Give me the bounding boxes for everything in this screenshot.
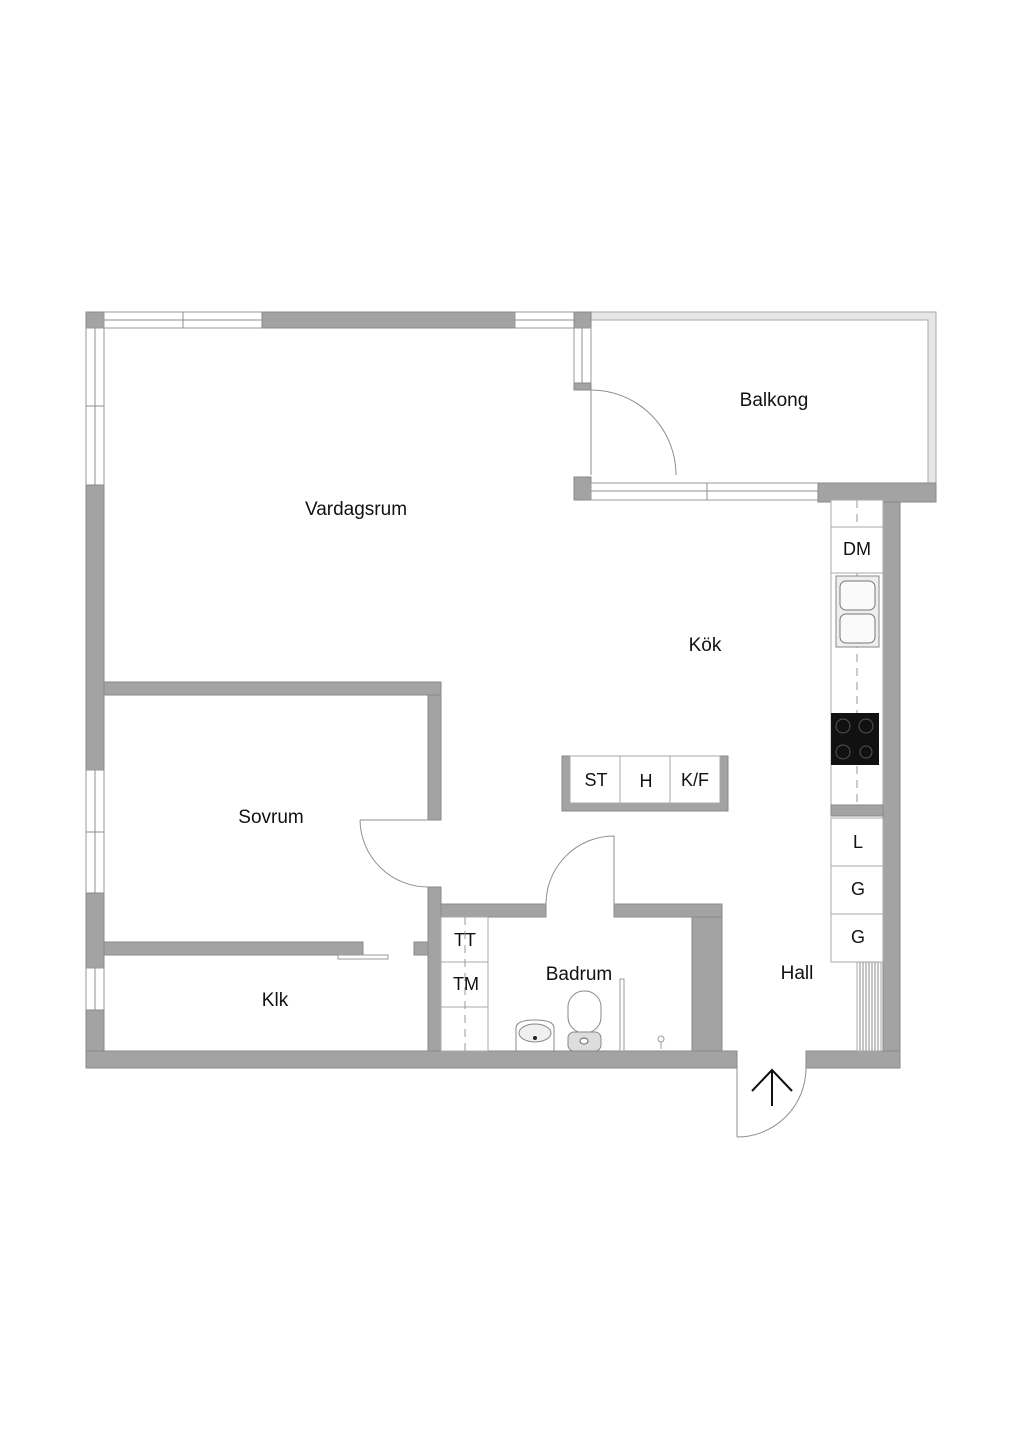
bathroom-door[interactable] [545, 835, 615, 905]
interior-walls [103, 681, 723, 1052]
room-label-klk: Klk [262, 990, 289, 1011]
island-label: ST [584, 770, 607, 790]
balcony-walls [573, 327, 937, 503]
bathroom-units [440, 916, 489, 1052]
washbasin [515, 1019, 555, 1052]
radiator [856, 961, 882, 1052]
room-label-vardagsrum: Vardagsrum [305, 499, 407, 520]
wardrobe-label: G [851, 927, 865, 947]
room-label-kok: Kök [689, 635, 722, 656]
room-label-badrum: Badrum [546, 964, 613, 985]
dishwasher-label: DM [843, 539, 871, 559]
wardrobes [830, 817, 884, 963]
bathroom-unit-label: TM [453, 974, 479, 994]
room-label-hall: Hall [781, 963, 814, 984]
wardrobe-label: G [851, 879, 865, 899]
room-label-sovrum: Sovrum [238, 807, 303, 828]
island-label: K/F [681, 770, 709, 790]
entrance-arrow-icon [751, 1068, 793, 1106]
outer-walls [85, 501, 901, 1069]
kitchen-island [561, 755, 729, 812]
shower-wall [619, 978, 625, 1052]
wardrobe-label: L [853, 832, 863, 852]
left-wall [85, 327, 105, 1069]
bedroom-door[interactable] [359, 819, 429, 888]
kitchen-counter [830, 499, 884, 817]
top-wall [85, 311, 592, 329]
balcony-door[interactable] [590, 389, 677, 476]
room-label-balkong: Balkong [740, 390, 809, 411]
toilet [567, 990, 602, 1052]
floor-drain [657, 1035, 665, 1049]
island-label: H [640, 771, 653, 791]
bathroom-unit-label: TT [454, 930, 476, 950]
entrance-door[interactable] [736, 1067, 807, 1138]
closet-sliding-door[interactable] [337, 954, 389, 960]
